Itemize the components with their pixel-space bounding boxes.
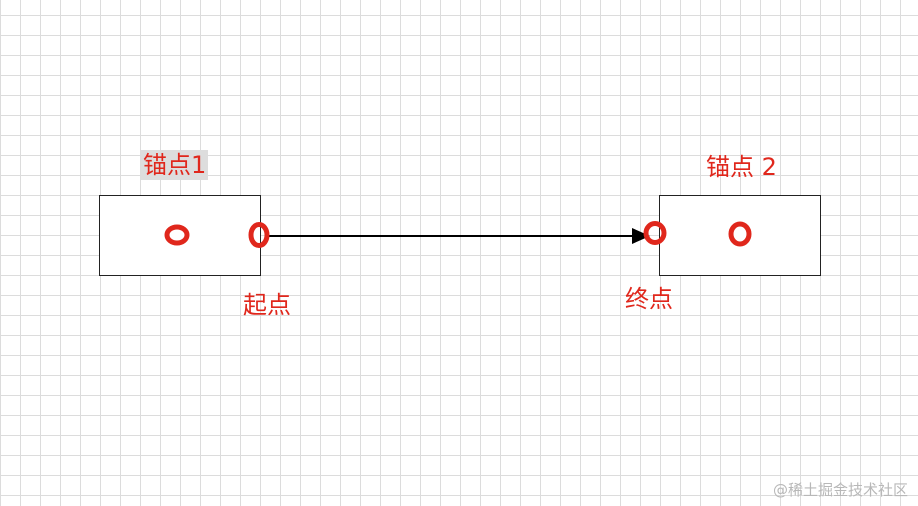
anchor-2-label: 锚点 2 bbox=[706, 153, 777, 181]
node-rect-1[interactable] bbox=[99, 195, 261, 276]
anchor-marker-2-center bbox=[728, 221, 752, 247]
node-rect-2[interactable] bbox=[659, 195, 821, 276]
arrow-head-icon bbox=[632, 228, 650, 244]
anchor-1-label: 锚点1 bbox=[141, 150, 209, 180]
anchor-marker-1-right bbox=[248, 222, 270, 248]
end-point-label: 终点 bbox=[625, 285, 673, 313]
watermark: @稀土掘金技术社区 bbox=[772, 481, 908, 499]
anchor-marker-2-left bbox=[643, 221, 667, 245]
start-point-label: 起点 bbox=[243, 291, 291, 319]
anchor-marker-1-center bbox=[164, 224, 190, 246]
